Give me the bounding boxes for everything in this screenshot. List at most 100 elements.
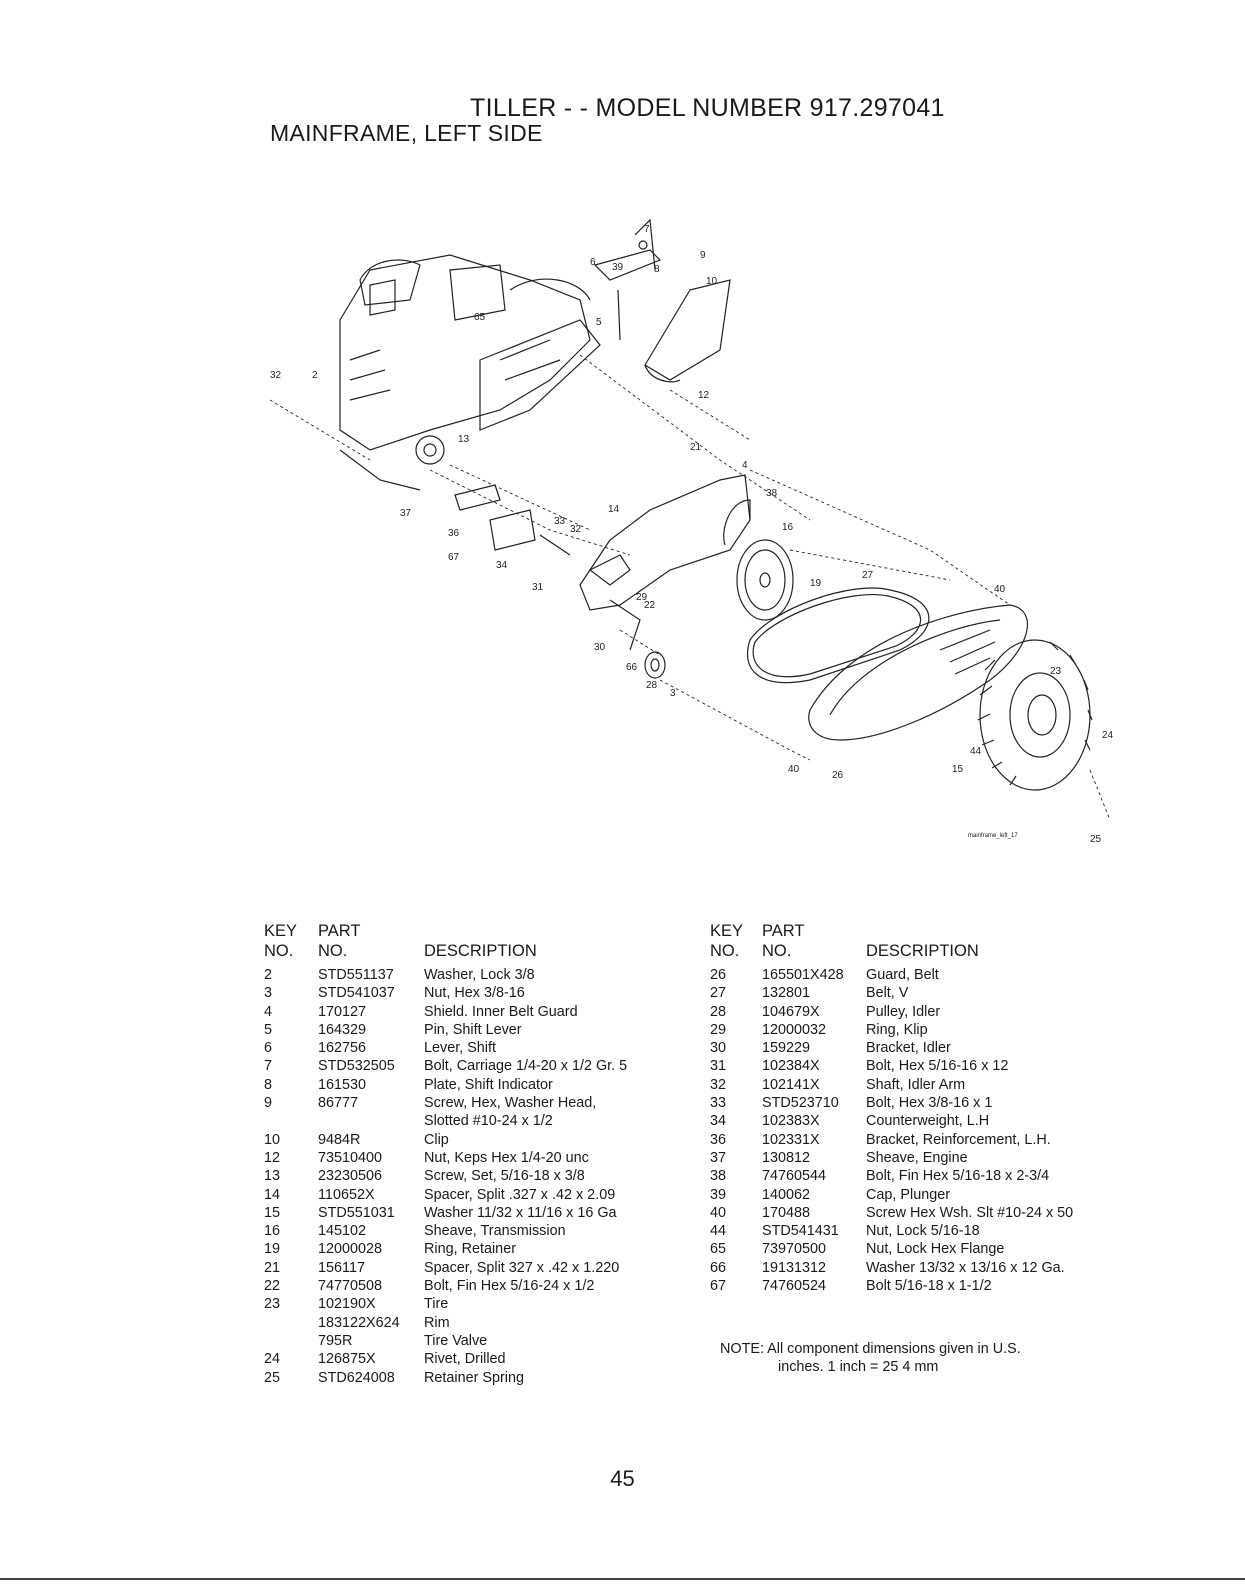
key-number: 21 — [264, 1259, 281, 1276]
callout-label: 30 — [594, 642, 606, 653]
part-description: Nut, Keps Hex 1/4-20 unc — [424, 1149, 589, 1166]
callout-label: 27 — [862, 570, 874, 581]
part-number: 164329 — [318, 1021, 367, 1038]
part-description: Guard, Belt — [866, 967, 939, 983]
part-number: 140062 — [762, 1186, 811, 1203]
part-number: 23230506 — [318, 1168, 383, 1185]
callout-label: 37 — [400, 508, 412, 519]
key-number: 31 — [710, 1058, 727, 1075]
callout-label: 38 — [766, 488, 778, 499]
diagram-drawing — [269, 218, 1111, 821]
part-description: Bolt, Hex 3/8-16 x 1 — [866, 1095, 993, 1112]
callout-label: 33 — [554, 516, 566, 527]
table-row: 795R Tire Valve — [264, 1332, 694, 1350]
callout-label: 5 — [596, 317, 602, 328]
key-header: NO. — [710, 942, 740, 960]
key-number: 38 — [710, 1168, 727, 1185]
callout-label: 24 — [1102, 730, 1114, 741]
part-number: STD551137 — [318, 967, 394, 983]
part-number: 9484R — [318, 1131, 361, 1148]
callout-label: 29 — [636, 592, 648, 603]
part-description: Pulley, Idler — [866, 1003, 941, 1020]
key-number: 7 — [264, 1058, 273, 1075]
key-header: KEY — [264, 922, 298, 940]
part-number: 170488 — [762, 1204, 811, 1221]
part-description: Washer 13/32 x 13/16 x 12 Ga. — [866, 1259, 1065, 1276]
table-header: KEY NO. PART NO. DESCRIPTION — [710, 922, 1160, 960]
key-header: KEY — [710, 922, 744, 940]
part-description: Sheave, Transmission — [424, 1223, 566, 1240]
key-number: 26 — [710, 967, 727, 983]
part-number: 795R — [318, 1332, 353, 1349]
key-number: 16 — [264, 1223, 281, 1240]
key-number: 37 — [710, 1149, 727, 1166]
callout-label: 39 — [612, 262, 624, 273]
key-header: NO. — [264, 942, 294, 960]
callout-label: 21 — [690, 442, 702, 453]
callout-label: 65 — [474, 312, 486, 323]
callout-label: 67 — [448, 552, 460, 563]
part-number: 102190X — [318, 1296, 376, 1313]
part-description: Screw, Hex, Washer Head, — [424, 1095, 597, 1112]
part-number: 102331X — [762, 1131, 820, 1148]
table-row: Slotted #10-24 x 1/2 — [264, 1112, 694, 1130]
part-description: Nut, Hex 3/8-16 — [424, 985, 525, 1002]
note-line: inches. 1 inch = 25 4 mm — [778, 1359, 939, 1376]
callout-label: 16 — [782, 522, 794, 533]
callout-label: 40 — [788, 764, 800, 775]
part-number: 102384X — [762, 1058, 820, 1075]
part-description: Shield. Inner Belt Guard — [424, 1003, 578, 1020]
part-description: Tire Valve — [424, 1332, 488, 1349]
part-number: 162756 — [318, 1040, 367, 1057]
key-number: 15 — [264, 1204, 281, 1221]
key-number: 5 — [264, 1021, 273, 1038]
key-number: 22 — [264, 1278, 281, 1295]
callout-label: 19 — [810, 578, 822, 589]
callout-label: 31 — [532, 582, 544, 593]
key-number: 14 — [264, 1186, 281, 1203]
part-number: 145102 — [318, 1223, 367, 1240]
key-number: 3 — [264, 985, 273, 1002]
part-description: Ring, Retainer — [424, 1241, 516, 1258]
key-number: 30 — [710, 1040, 727, 1057]
part-description: Plate, Shift Indicator — [424, 1076, 553, 1093]
callout-label: 10 — [706, 276, 718, 287]
part-number: 102383X — [762, 1113, 820, 1130]
callout-label: 6 — [590, 257, 596, 268]
part-number: 156117 — [318, 1259, 365, 1276]
part-description: Cap, Plunger — [866, 1186, 950, 1203]
key-number: 67 — [710, 1278, 727, 1295]
key-number: 65 — [710, 1241, 727, 1258]
part-description: Screw Hex Wsh. Slt #10-24 x 50 — [866, 1204, 1074, 1221]
key-number: 2 — [264, 967, 273, 983]
part-description: Bracket, Idler — [866, 1040, 951, 1057]
callout-label: 66 — [626, 662, 638, 673]
callout-label: 7 — [644, 224, 650, 235]
part-description: Rivet, Drilled — [424, 1351, 506, 1368]
part-number: STD551031 — [318, 1204, 395, 1221]
callout-label: 23 — [1050, 666, 1062, 677]
key-number: 24 — [264, 1351, 281, 1368]
callout-label: 8 — [654, 264, 660, 275]
key-number: 27 — [710, 985, 727, 1002]
bottom-rule — [0, 1578, 1245, 1580]
part-number: 130812 — [762, 1149, 811, 1166]
key-number: 32 — [710, 1076, 727, 1093]
part-description: Tire — [424, 1296, 449, 1313]
